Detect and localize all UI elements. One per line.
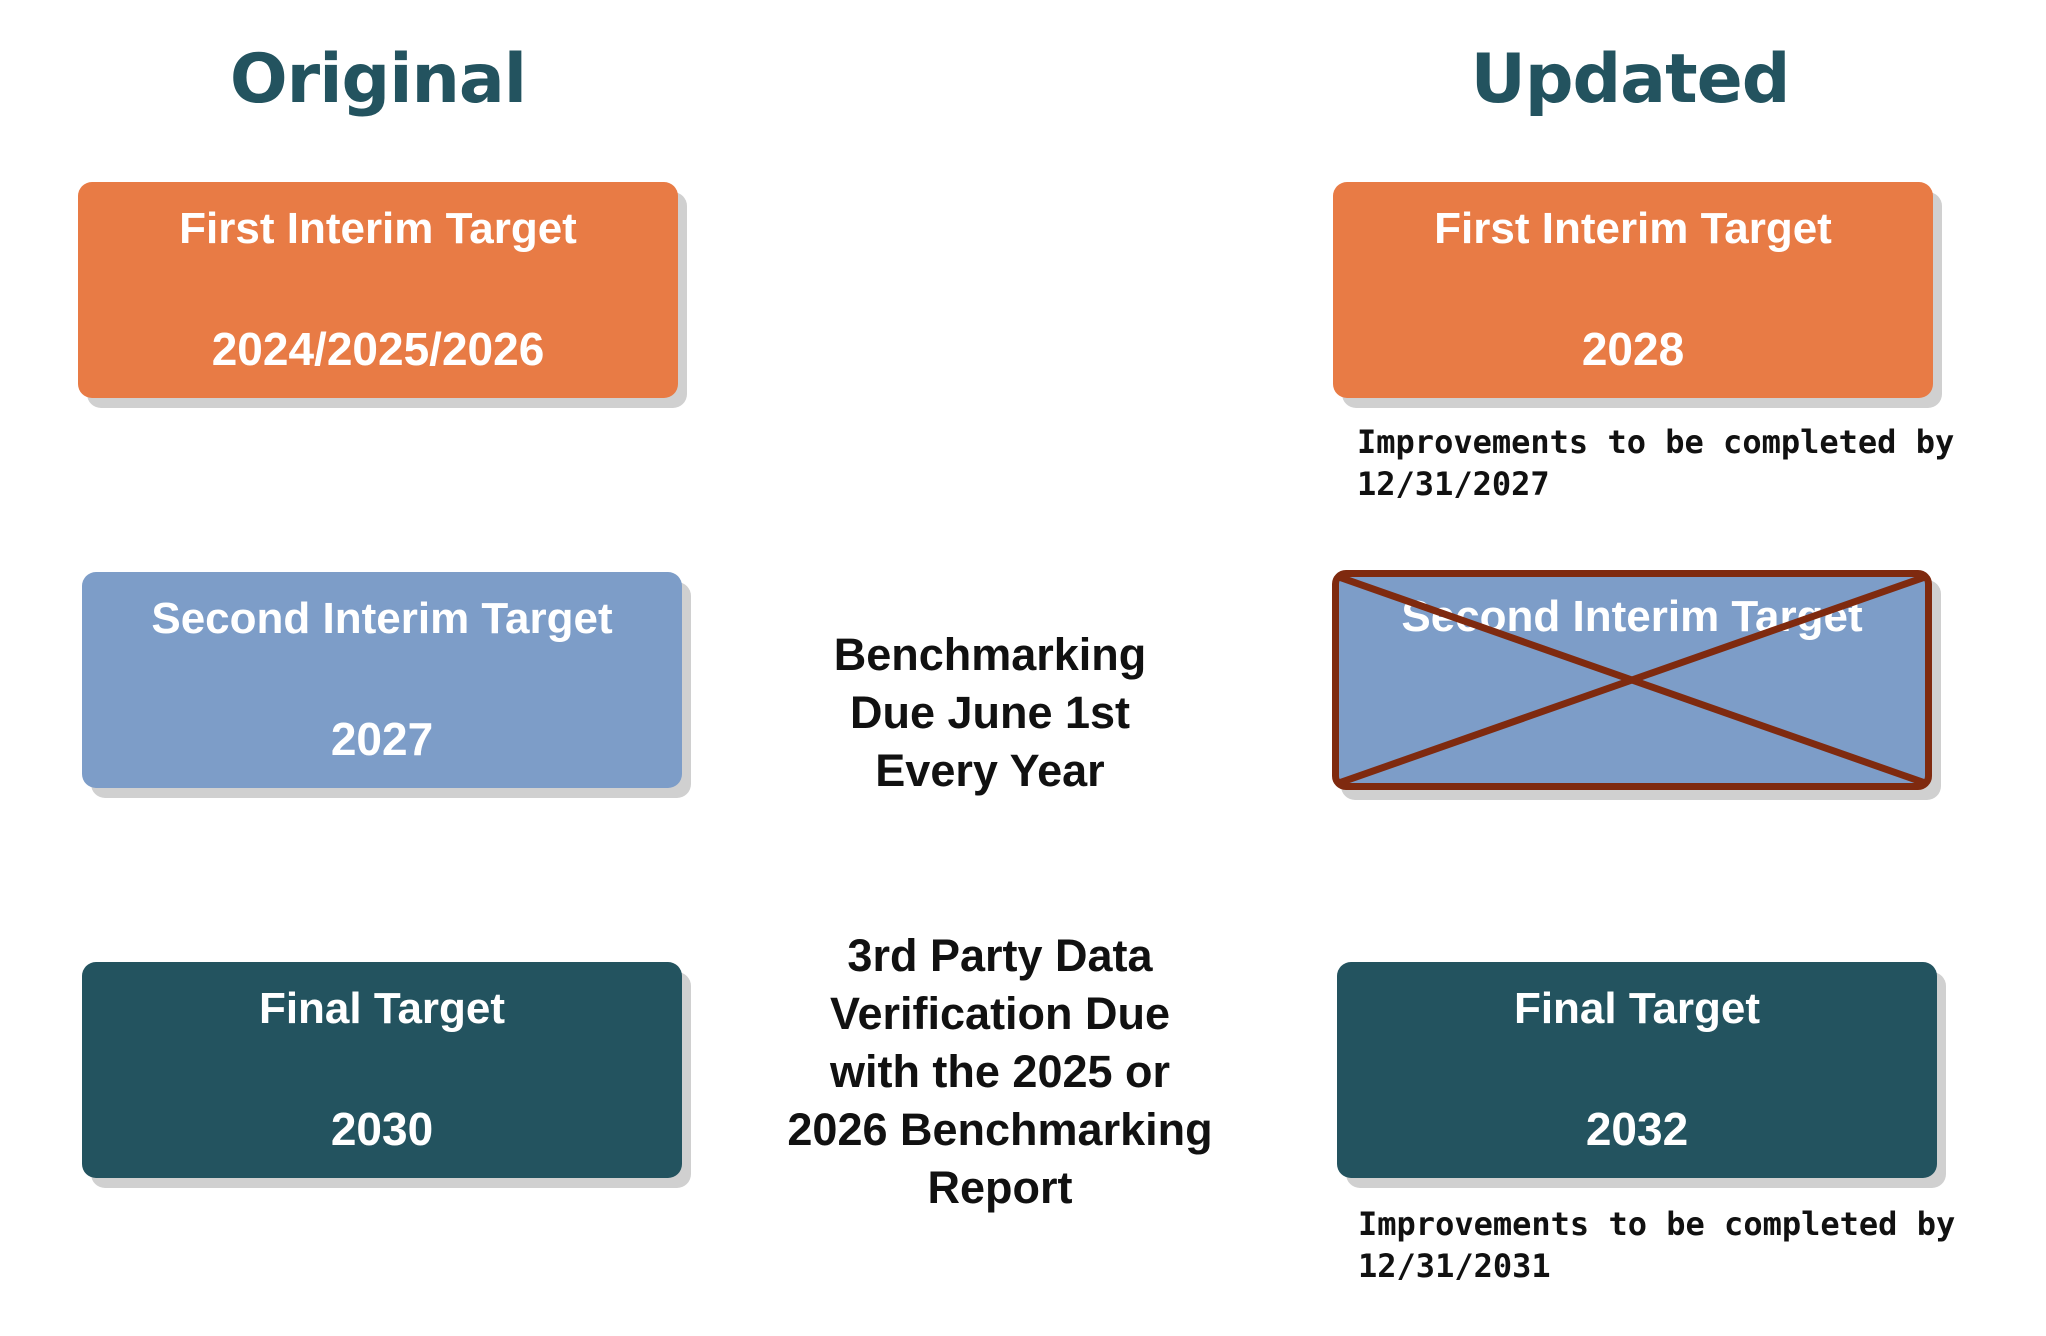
card-title: Second Interim Target	[151, 594, 613, 643]
card-title: Final Target	[258, 984, 506, 1033]
card-title: Final Target	[1513, 984, 1761, 1033]
card-year: 2028	[1581, 323, 1685, 375]
card-title: First Interim Target	[179, 204, 577, 253]
updated-final-card: Final Target 2032	[1337, 962, 1937, 1178]
original-final-card: Final Target 2030	[82, 962, 682, 1178]
card-title: First Interim Target	[1434, 204, 1832, 253]
benchmarking-due-text: Benchmarking Due June 1st Every Year	[833, 629, 1147, 796]
updated-final-note: Improvements to be completed by 12/31/20…	[1358, 1205, 1956, 1285]
card-year: 2030	[330, 1103, 434, 1155]
updated-first-interim-note: Improvements to be completed by 12/31/20…	[1357, 423, 1955, 503]
original-column-title: Original	[229, 40, 527, 119]
updated-first-interim-card: First Interim Target 2028	[1333, 182, 1933, 398]
original-first-interim-card: First Interim Target 2024/2025/2026	[78, 182, 678, 398]
original-second-interim-card: Second Interim Target 2027	[82, 572, 682, 788]
verification-due-text: 3rd Party Data Verification Due with the…	[787, 930, 1213, 1213]
updated-column-title: Updated	[1470, 40, 1791, 119]
cross-out-mark	[1339, 577, 1925, 783]
card-title: Second Interim Target	[1401, 592, 1863, 641]
card-year: 2027	[330, 713, 434, 765]
updated-second-interim-card-crossed-out: Second Interim Target	[1332, 570, 1932, 790]
card-year: 2024/2025/2026	[211, 323, 545, 375]
card-year: 2032	[1585, 1103, 1689, 1155]
